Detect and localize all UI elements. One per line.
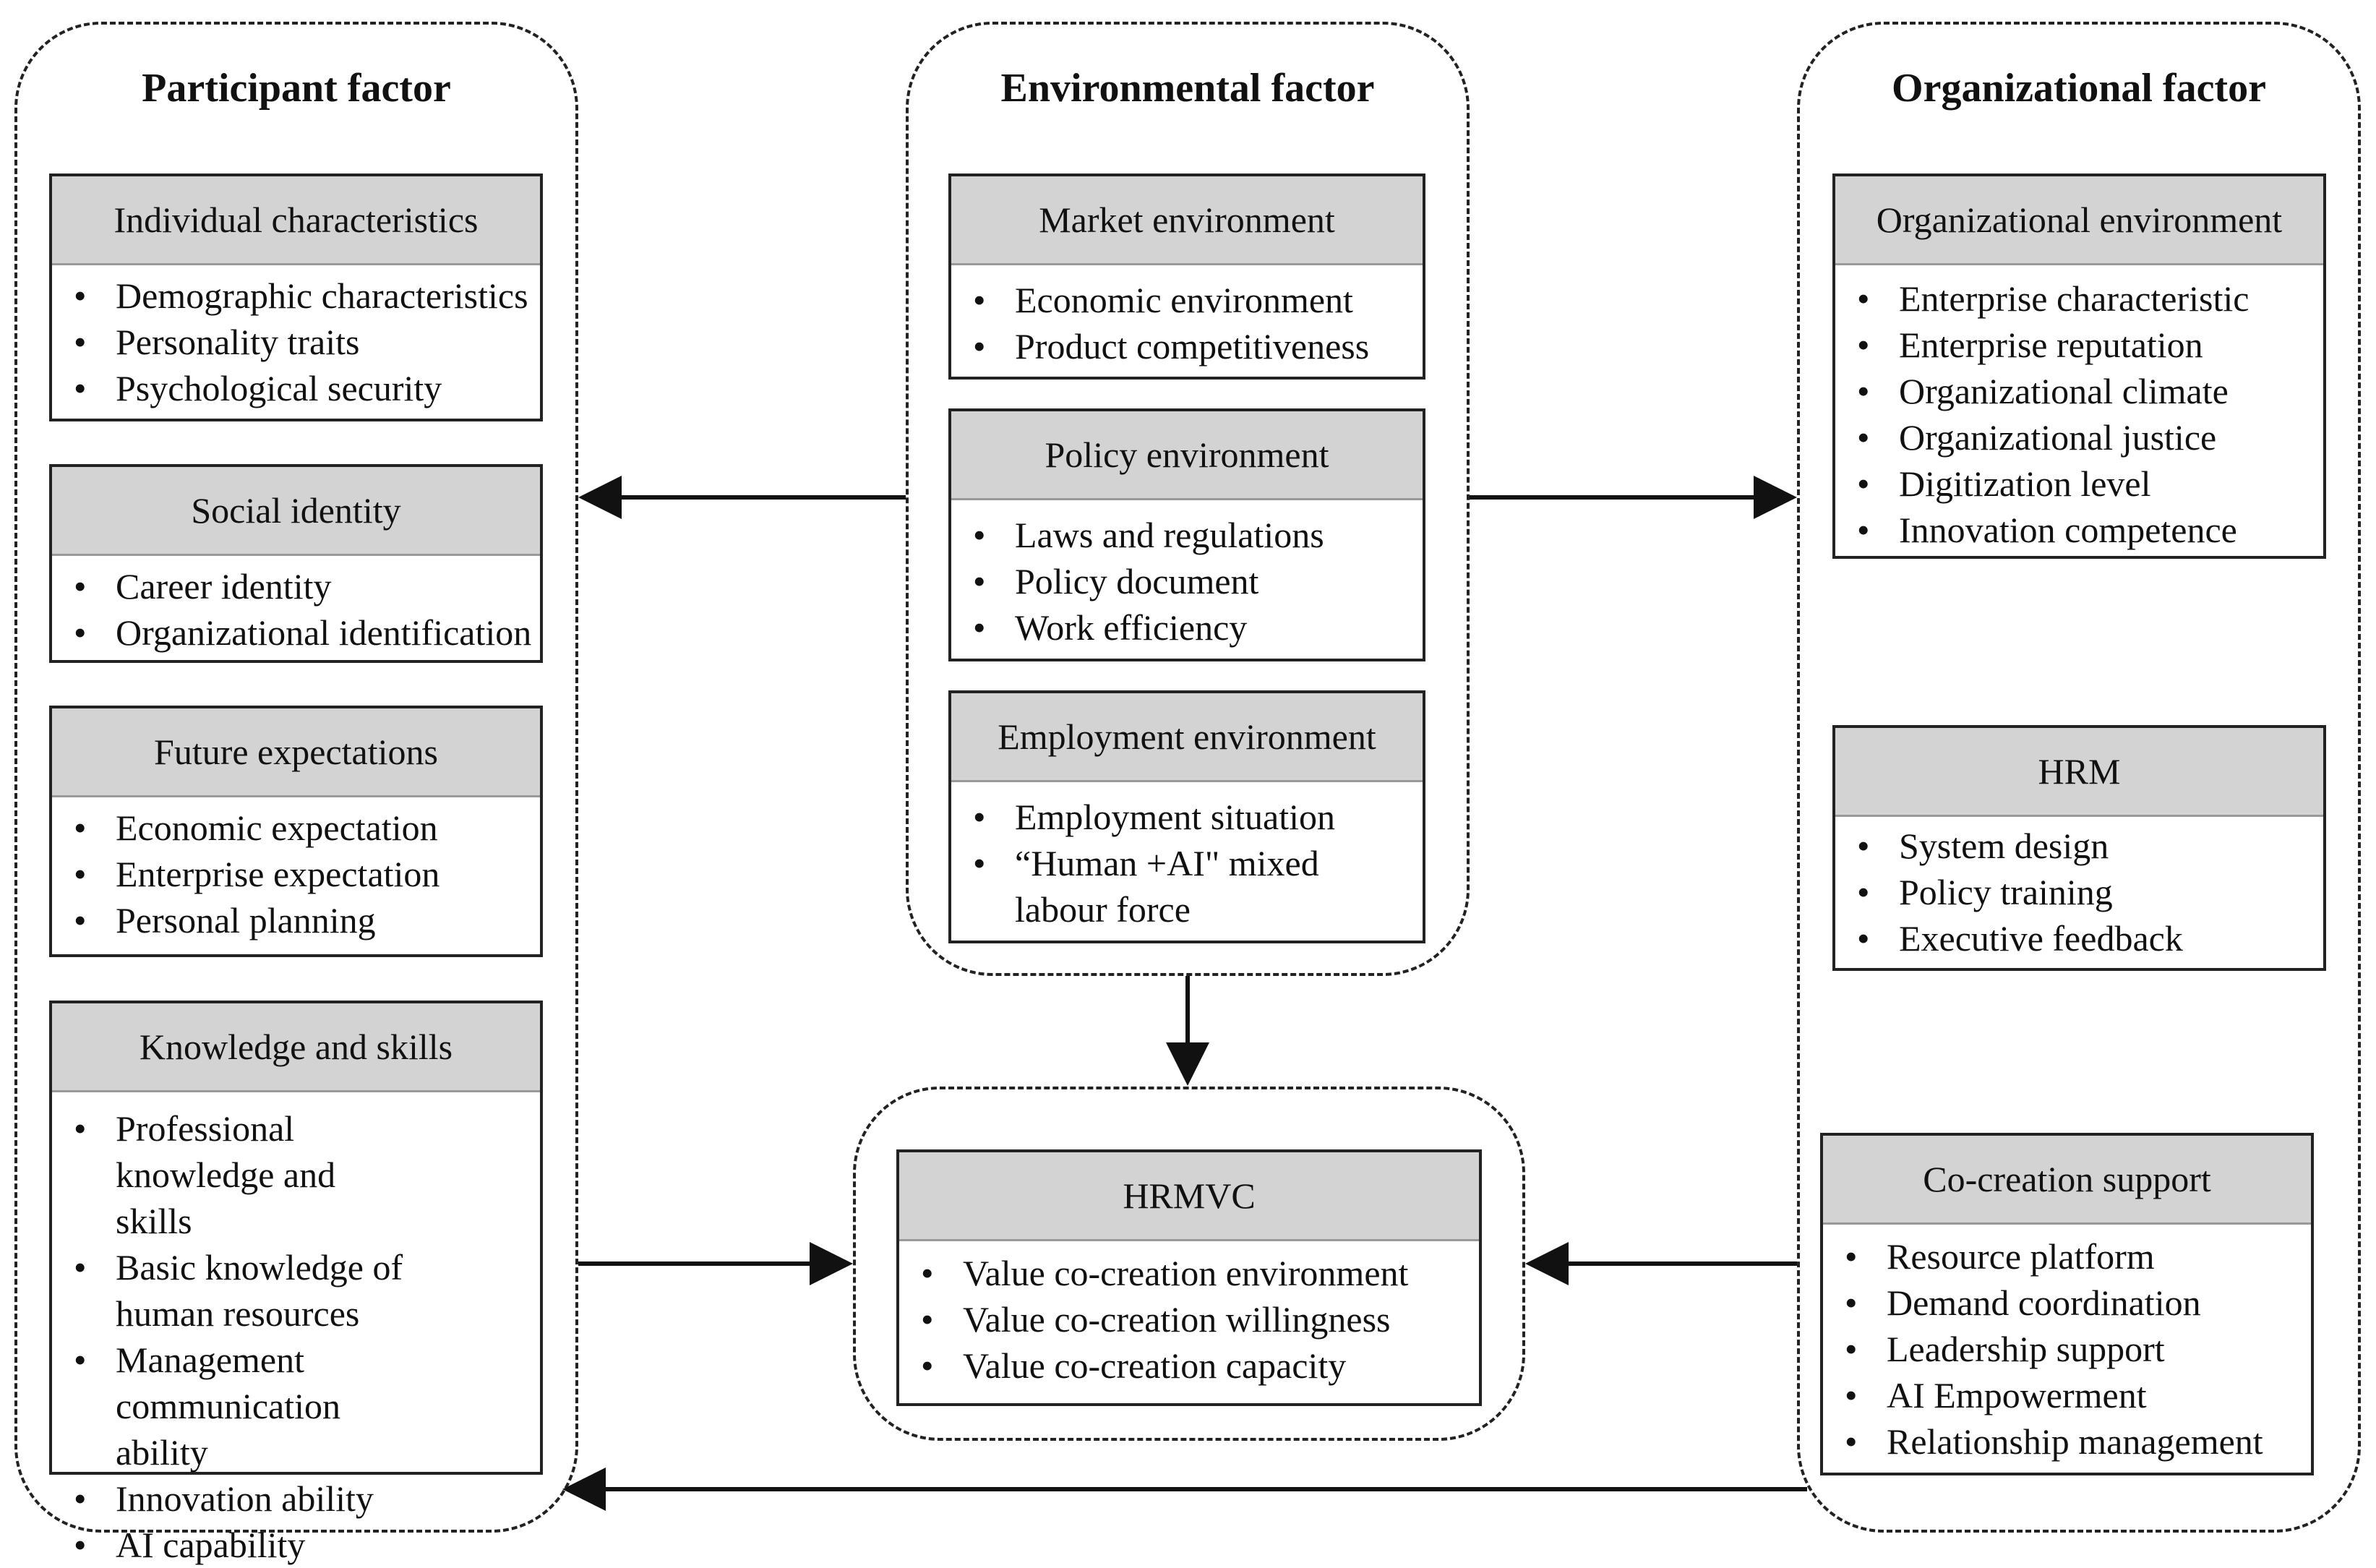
- list-item: Enterprise reputation: [1835, 322, 2323, 368]
- hrmvc-box: HRMVC Value co-creation environment Valu…: [896, 1149, 1482, 1406]
- list-item: Laws and regulations: [951, 512, 1423, 558]
- box-title: Knowledge and skills: [52, 1003, 540, 1092]
- list-item: Enterprise expectation: [52, 851, 540, 897]
- organizational-factor-title: Organizational factor: [1892, 66, 2266, 111]
- list-item: Value co-creation capacity: [899, 1342, 1479, 1389]
- environmental-factor-group: [906, 22, 1470, 976]
- hrmvc-group: [853, 1087, 1525, 1441]
- list-item: Basic knowledge of human resources: [52, 1244, 412, 1337]
- organizational-environment-box: Organizational environment Enterprise ch…: [1832, 173, 2326, 559]
- box-title: Individual characteristics: [52, 176, 540, 265]
- list-item: Resource platform: [1823, 1233, 2311, 1280]
- social-identity-box: Social identity Career identity Organiza…: [49, 464, 543, 663]
- co-creation-support-box: Co-creation support Resource platform De…: [1820, 1133, 2314, 1475]
- box-title: Social identity: [52, 467, 540, 556]
- box-title: Organizational environment: [1835, 176, 2323, 265]
- list-item: Value co-creation willingness: [899, 1296, 1479, 1342]
- box-title: HRMVC: [899, 1152, 1479, 1241]
- box-title: Policy environment: [951, 411, 1423, 500]
- list-item: Innovation competence: [1835, 507, 2323, 553]
- box-title: Market environment: [951, 176, 1423, 265]
- list-item: Demographic characteristics: [52, 273, 540, 319]
- list-item: Value co-creation environment: [899, 1250, 1479, 1296]
- list-item: Innovation ability: [52, 1475, 540, 1522]
- list-item: Product competitiveness: [951, 323, 1423, 369]
- list-item: “Human +AI" mixed labour force: [951, 840, 1355, 933]
- list-item: Executive feedback: [1835, 915, 2323, 961]
- list-item: Policy document: [951, 558, 1423, 604]
- list-item: Enterprise characteristic: [1835, 275, 2323, 322]
- list-item: Leadership support: [1823, 1326, 2311, 1372]
- list-item: Economic environment: [951, 277, 1423, 323]
- list-item: Policy training: [1835, 869, 2323, 915]
- list-item: Management communication ability: [52, 1337, 412, 1475]
- list-item: Organizational identification: [52, 609, 540, 656]
- box-title: Future expectations: [52, 708, 540, 797]
- policy-environment-box: Policy environment Laws and regulations …: [948, 408, 1425, 661]
- list-item: Career identity: [52, 563, 540, 609]
- environmental-factor-title: Environmental factor: [1000, 66, 1375, 111]
- list-item: Relationship management: [1823, 1418, 2311, 1465]
- participant-factor-title: Participant factor: [142, 66, 451, 111]
- future-expectations-box: Future expectations Economic expectation…: [49, 706, 543, 957]
- list-item: Psychological security: [52, 365, 540, 411]
- list-item: Demand coordination: [1823, 1280, 2311, 1326]
- box-title: Co-creation support: [1823, 1136, 2311, 1225]
- list-item: AI Empowerment: [1823, 1372, 2311, 1418]
- list-item: Personal planning: [52, 897, 540, 943]
- market-environment-box: Market environment Economic environment …: [948, 173, 1425, 380]
- list-item: Employment situation: [951, 794, 1423, 840]
- hrm-box: HRM System design Policy training Execut…: [1832, 725, 2326, 971]
- list-item: Organizational justice: [1835, 414, 2323, 460]
- list-item: System design: [1835, 823, 2323, 869]
- list-item: Organizational climate: [1835, 368, 2323, 414]
- list-item: Digitization level: [1835, 460, 2323, 507]
- list-item: Work efficiency: [951, 604, 1423, 651]
- box-title: HRM: [1835, 728, 2323, 817]
- list-item: Personality traits: [52, 319, 540, 365]
- individual-characteristics-box: Individual characteristics Demographic c…: [49, 173, 543, 421]
- list-item: Economic expectation: [52, 805, 540, 851]
- list-item: Professional knowledge and skills: [52, 1105, 412, 1244]
- organizational-factor-group: [1797, 22, 2361, 1533]
- box-title: Employment environment: [951, 693, 1423, 782]
- employment-environment-box: Employment environment Employment situat…: [948, 690, 1425, 943]
